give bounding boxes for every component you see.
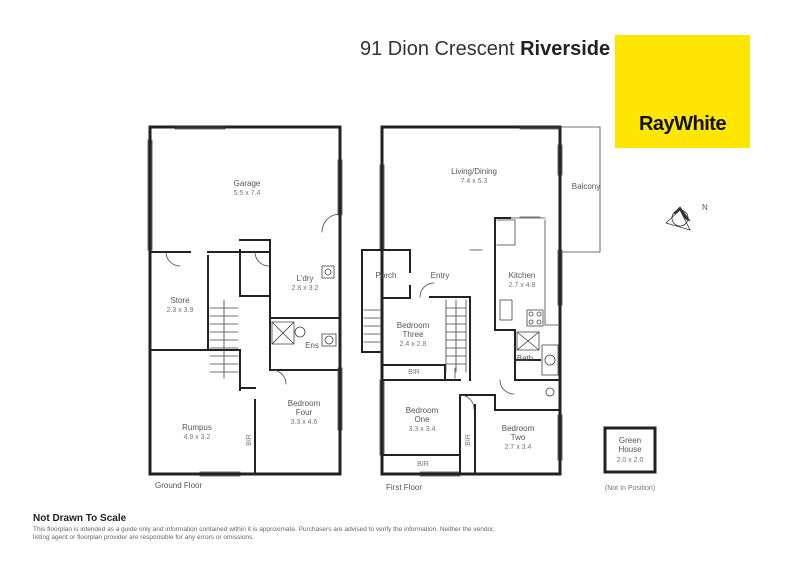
rumpus-label: Rumpus (182, 423, 212, 432)
footer: Not Drawn To Scale This floorplan is int… (33, 513, 503, 542)
compass-north-label: N (702, 203, 708, 212)
page-title: 91 Dion Crescent Riverside (360, 38, 610, 61)
bedroom-three-size: 2.4 x 2.8 (400, 341, 427, 348)
first-floor-label: First Floor (386, 483, 422, 492)
bath-label: Bath (517, 354, 533, 363)
bir-label: BIR (246, 434, 253, 446)
laundry-label: L'dry (296, 274, 313, 283)
bedroom-two-size: 2.7 x 3.4 (505, 444, 532, 451)
bedroom-one-size: 3.3 x 3.4 (409, 426, 436, 433)
brand-logo: RayWhite (615, 35, 750, 148)
kitchen-size: 2.7 x 4.8 (509, 282, 536, 289)
bedroom-one-label-2: One (414, 415, 430, 424)
bir-three-label: BIR (408, 369, 420, 376)
balcony-label: Balcony (572, 182, 600, 191)
green-house-label-2: House (618, 445, 642, 454)
green-house-label-1: Green (619, 436, 641, 445)
store-size: 2.3 x 3.9 (167, 307, 194, 314)
green-house-note: (Not In Position) (605, 485, 655, 492)
bedroom-one-label-1: Bedroom (406, 406, 439, 415)
bedroom-two-label-2: Two (511, 433, 526, 442)
porch-label: Porch (376, 271, 397, 280)
compass-icon (665, 206, 691, 231)
not-to-scale-heading: Not Drawn To Scale (33, 513, 127, 524)
brand-name: RayWhite (638, 113, 727, 135)
garage-label: Garage (234, 179, 261, 188)
rumpus-size: 4.9 x 3.2 (184, 434, 211, 441)
bedroom-four-label-1: Bedroom (288, 399, 321, 408)
kitchen-label: Kitchen (509, 271, 536, 280)
laundry-size: 2.8 x 3.2 (292, 285, 319, 292)
bir-two-label: BIR (465, 434, 472, 446)
disclaimer-text: This floorplan is intended as a guide on… (33, 526, 495, 541)
bedroom-three-label-2: Three (403, 330, 424, 339)
entry-label: Entry (431, 271, 450, 280)
store-label: Store (170, 296, 190, 305)
green-house-size: 2.0 x 2.0 (617, 457, 644, 464)
garage-size: 5.5 x 7.4 (234, 190, 261, 197)
bedroom-four-size: 3.3 x 4.6 (291, 419, 318, 426)
living-label: Living/Dining (451, 167, 497, 176)
bedroom-three-label-1: Bedroom (397, 321, 430, 330)
ground-floor-label: Ground Floor (155, 481, 202, 490)
address-text: 91 Dion Crescent (360, 38, 515, 60)
bedroom-two-label-1: Bedroom (502, 424, 535, 433)
living-size: 7.4 x 5.3 (461, 178, 488, 185)
bedroom-four-label-2: Four (296, 408, 313, 417)
green-house-outline (603, 426, 657, 474)
bir-one-label: BIR (417, 461, 429, 468)
suburb-text: Riverside (520, 38, 611, 60)
ensuite-label: Ens (305, 341, 319, 350)
